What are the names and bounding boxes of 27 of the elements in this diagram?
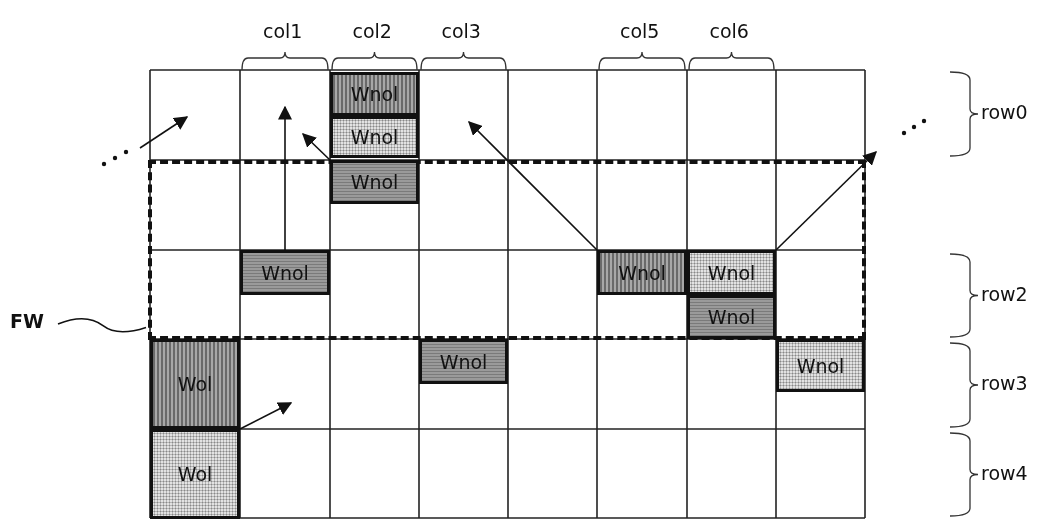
shaded-block: Wnol — [240, 250, 330, 295]
row-label: row3 — [981, 372, 1028, 394]
row-label: row2 — [981, 282, 1028, 305]
arrow — [468, 121, 598, 251]
row-label: row0 — [981, 101, 1028, 123]
frame-label: FW — [10, 310, 44, 332]
dashed-frame — [148, 160, 866, 340]
dotted-block: Wnol — [687, 250, 776, 295]
shaded-block: Wnol — [330, 160, 419, 204]
arrow — [302, 133, 333, 163]
column-label: col3 — [441, 20, 481, 42]
dotted-block: Wol — [150, 429, 240, 519]
hatched-block: Wnol — [597, 250, 687, 295]
shaded-block: Wnol — [687, 295, 776, 339]
dotted-block: Wnol — [330, 116, 419, 158]
dotted-block: Wnol — [776, 339, 865, 392]
leader-line — [57, 318, 147, 333]
column-label: col1 — [263, 20, 303, 42]
hatched-block: Wnol — [330, 72, 419, 116]
arrow — [278, 105, 292, 251]
column-label: col5 — [620, 20, 660, 42]
column-label: col6 — [709, 20, 749, 42]
arrow — [775, 151, 877, 251]
arrow — [239, 402, 293, 430]
shaded-block: Wnol — [419, 339, 508, 384]
row-label: row4 — [981, 461, 1028, 484]
column-label: col2 — [352, 20, 392, 42]
